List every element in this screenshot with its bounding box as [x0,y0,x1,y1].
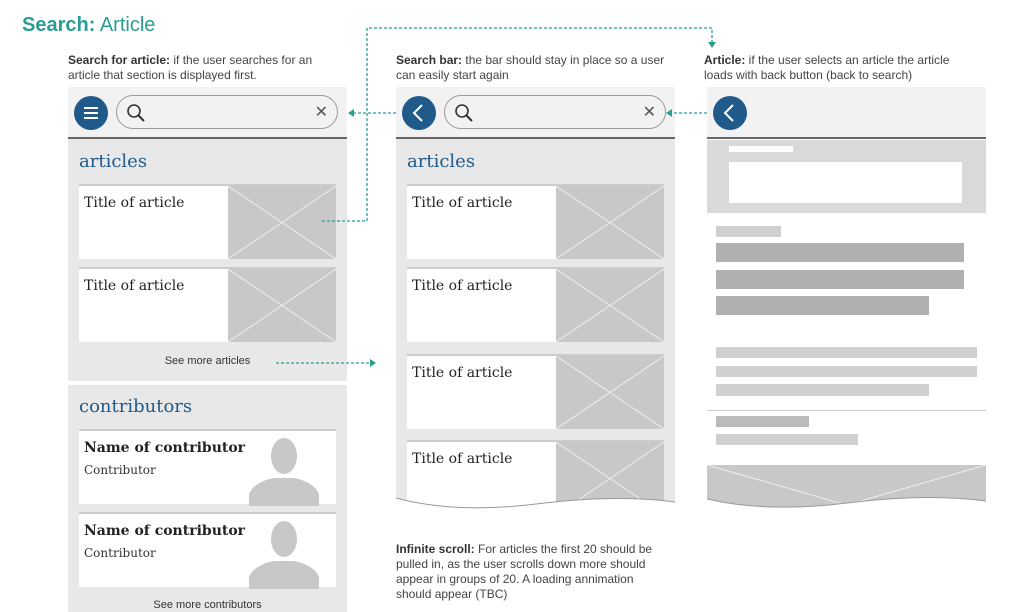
text-placeholder [716,434,858,445]
search-input[interactable]: ✕ [116,95,338,129]
article-title: Title of article [412,195,513,211]
text-placeholder [716,416,809,427]
see-more-articles-link[interactable]: See more articles [164,355,251,367]
search-icon [126,103,146,123]
text-placeholder [716,366,977,377]
headline-placeholder [716,296,929,315]
article-hero [707,140,986,213]
headline-placeholder [716,243,964,262]
person-icon [249,521,319,589]
search-icon [454,103,474,123]
text-placeholder [716,384,929,396]
article-header [707,87,986,139]
search-header: ✕ [68,87,347,139]
image-placeholder-icon [228,269,336,342]
image-placeholder-icon [228,186,336,259]
clear-icon[interactable]: ✕ [642,104,656,121]
note-search: Search for article: if the user searches… [68,53,313,82]
chevron-left-icon [412,104,423,122]
text-placeholder [716,226,781,237]
contributor-name: Name of contributor [84,523,246,539]
contributor-role: Contributor [84,546,156,560]
articles-heading: articles [79,151,148,172]
image-placeholder-icon [707,465,986,512]
article-panel [707,87,986,512]
article-card[interactable]: Title of article [407,267,664,342]
article-title: Title of article [412,278,513,294]
article-title: Title of article [412,451,513,467]
search-input[interactable]: ✕ [444,95,666,129]
chevron-left-icon [723,104,734,122]
section-divider [68,381,347,385]
back-button[interactable] [402,96,436,130]
articles-heading: articles [407,151,476,172]
search-bar-panel: ✕ articles Title of article Title of art… [396,87,675,512]
article-card[interactable]: Title of article [79,267,336,342]
text-placeholder [716,347,977,358]
menu-button[interactable] [74,96,108,130]
note-search-bar: Search bar: the bar should stay in place… [396,53,665,82]
article-card[interactable]: Title of article [407,354,664,429]
back-button[interactable] [713,96,747,130]
note-article: Article: if the user selects an article … [704,53,950,82]
contributors-heading: contributors [79,396,193,417]
image-placeholder-icon [556,269,664,342]
article-title: Title of article [84,278,185,294]
person-icon [249,438,319,506]
contributor-role: Contributor [84,463,156,477]
image-placeholder-icon [556,356,664,429]
article-title: Title of article [84,195,185,211]
search-header: ✕ [396,87,675,139]
hamburger-icon [84,107,98,119]
torn-edge [396,497,675,512]
article-title: Title of article [412,365,513,381]
article-card[interactable]: Title of article [79,184,336,259]
search-results-panel: ✕ articles Title of article Title of art… [68,87,347,612]
image-placeholder-icon [556,186,664,259]
headline-placeholder [716,270,964,289]
see-more-contributors-link[interactable]: See more contributors [153,599,262,611]
divider [707,410,986,411]
note-infinite-scroll: Infinite scroll: For articles the first … [396,542,653,601]
contributor-name: Name of contributor [84,440,246,456]
page-title: Search: Article [22,14,156,36]
clear-icon[interactable]: ✕ [314,104,328,121]
article-card[interactable]: Title of article [407,184,664,259]
